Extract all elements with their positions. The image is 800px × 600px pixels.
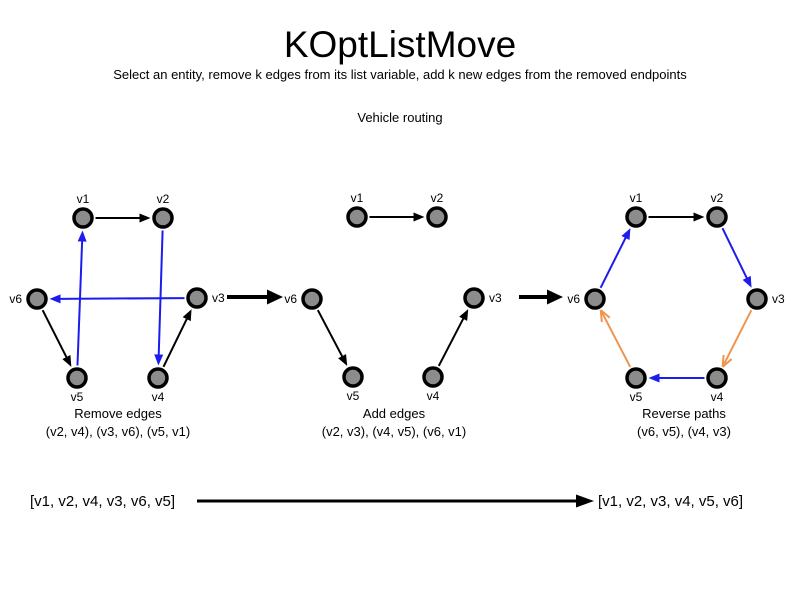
edge-remove-edges-v2-v4 [157,230,164,356]
node-label-add-edges-v6: v6 [284,292,297,306]
caption-remove-edges-title: Remove edges [74,406,162,421]
caption-add-edges: Add edges (v2, v3), (v4, v5), (v6, v1) [264,405,524,441]
context-label: Vehicle routing [357,110,443,125]
caption-reverse-paths: Reverse paths (v6, v5), (v4, v3) [554,405,800,441]
node-label-add-edges-v3: v3 [489,291,502,305]
node-remove-edges-v2 [152,207,174,229]
node-reverse-paths-v6 [584,288,606,310]
node-reverse-paths-v2 [706,206,728,228]
edge-reverse-paths-v2-v3-head [742,275,752,288]
page-title: KOptListMove [283,24,517,65]
edge-add-edges-v4-v3-head [459,309,469,321]
caption-add-edges-title: Add edges [362,406,426,421]
edge-reverse-paths-v3-v4-head [721,358,733,368]
node-reverse-paths-v3 [746,288,768,310]
node-add-edges-v3 [463,287,485,309]
caption-remove-edges: Remove edges (v2, v4), (v3, v6), (v5, v1… [0,405,248,441]
transition-arrow-1-head [267,289,283,305]
edge-remove-edges-v5-v1-head [77,230,87,242]
caption-reverse-paths-title: Reverse paths [642,406,726,421]
node-label-reverse-paths-v4: v4 [711,390,724,404]
node-add-edges-v6 [301,288,323,310]
node-add-edges-v5 [342,366,364,388]
edge-reverse-paths-v5-v6-head [599,310,603,323]
node-label-reverse-paths-v3: v3 [772,292,785,306]
edge-remove-edges-v3-v6-head [49,294,61,304]
edge-remove-edges-v4-v3-head [182,309,192,322]
edge-remove-edges-v3-v6 [59,297,185,300]
node-label-reverse-paths-v2: v2 [711,191,724,205]
edge-reverse-paths-v6-v1-head [621,228,631,241]
node-add-edges-v2 [426,206,448,228]
list-transform-arrow-head [576,494,594,508]
node-label-add-edges-v4: v4 [427,389,440,403]
edge-add-edges-v6-v5-head [338,354,348,366]
edge-reverse-paths-v6-v1 [599,236,627,289]
node-reverse-paths-v1 [625,206,647,228]
transition-arrow-2-head [547,289,563,305]
caption-reverse-paths-detail: (v6, v5), (v4, v3) [637,424,731,439]
edge-add-edges-v4-v3 [437,317,465,367]
node-remove-edges-v6 [26,288,48,310]
node-label-remove-edges-v4: v4 [152,390,165,404]
caption-remove-edges-detail: (v2, v4), (v3, v6), (v5, v1) [45,424,191,439]
node-label-add-edges-v2: v2 [431,191,444,205]
node-label-remove-edges-v3: v3 [212,291,225,305]
node-reverse-paths-v5 [625,367,647,389]
node-label-reverse-paths-v1: v1 [630,191,643,205]
list-after: [v1, v2, v3, v4, v5, v6] [598,493,744,510]
list-before: [v1, v2, v4, v3, v6, v5] [30,493,176,510]
node-label-add-edges-v1: v1 [351,191,364,205]
node-add-edges-v4 [422,366,444,388]
node-label-remove-edges-v5: v5 [71,390,84,404]
edge-remove-edges-v5-v1 [76,240,84,366]
edge-remove-edges-v1-v2-head [139,213,151,223]
node-remove-edges-v3 [186,287,208,309]
edge-reverse-paths-v5-v6 [599,309,632,368]
edge-remove-edges-v4-v3 [162,317,189,368]
node-reverse-paths-v4 [706,367,728,389]
edge-reverse-paths-v4-v5-head [648,373,660,383]
node-label-remove-edges-v1: v1 [77,192,90,206]
node-label-remove-edges-v2: v2 [157,192,170,206]
node-remove-edges-v1 [72,207,94,229]
node-label-reverse-paths-v5: v5 [630,390,643,404]
node-add-edges-v1 [346,206,368,228]
node-remove-edges-v5 [66,367,88,389]
edge-reverse-paths-v3-v4 [721,309,753,368]
node-label-add-edges-v5: v5 [347,389,360,403]
edge-reverse-paths-v5-v6-head [600,309,611,319]
subtitle: Select an entity, remove k edges from it… [113,67,687,82]
node-remove-edges-v4 [147,367,169,389]
edge-reverse-paths-v2-v3 [721,227,749,280]
node-label-reverse-paths-v6: v6 [567,292,580,306]
caption-add-edges-detail: (v2, v3), (v4, v5), (v6, v1) [321,424,467,439]
edge-add-edges-v1-v2-head [413,212,425,222]
edge-add-edges-v6-v5 [316,309,344,358]
node-label-remove-edges-v6: v6 [9,292,22,306]
edge-remove-edges-v2-v4-head [154,354,164,366]
edge-remove-edges-v6-v5-head [62,355,72,367]
edge-remove-edges-v6-v5 [41,309,68,359]
edge-reverse-paths-v3-v4-head [721,354,725,367]
edge-reverse-paths-v1-v2-head [693,212,705,222]
